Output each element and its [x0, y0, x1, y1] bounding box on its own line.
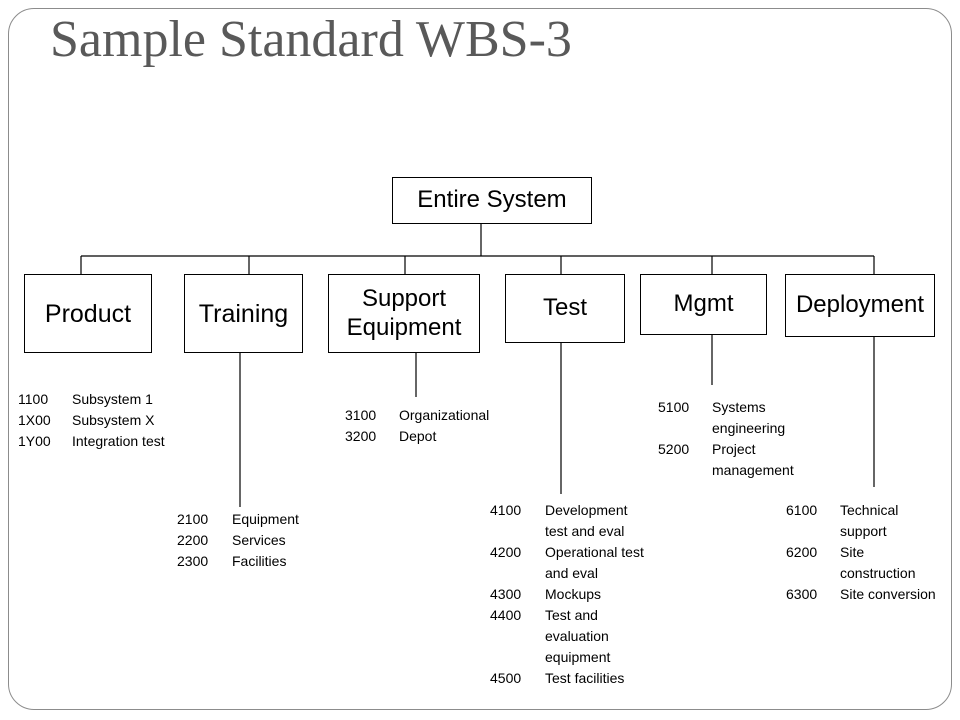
entries-training: 2100 Equipment 2200 Services 2300 Facilitie…: [177, 509, 299, 572]
list-item: 4200 Operational test and eval: [490, 542, 644, 584]
list-item: 5100 Systems engineering: [658, 397, 794, 439]
wbs-description: Project management: [712, 441, 794, 478]
wbs-code: 1X00: [18, 412, 51, 428]
list-item: 6100 Technical support: [786, 500, 936, 542]
wbs-code: 2100: [177, 511, 209, 527]
entries-support-equipment: 3100 Organizational 3200 Depot: [345, 405, 489, 447]
list-item: 3200 Depot: [345, 426, 489, 447]
node-deployment: Deployment: [785, 274, 935, 337]
list-item: 2200 Services: [177, 530, 299, 551]
list-item: 3100 Organizational: [345, 405, 489, 426]
wbs-code: 4400: [490, 607, 522, 623]
wbs-code: 4300: [490, 586, 522, 602]
wbs-description: Site conversion: [840, 586, 936, 602]
wbs-description: Integration test: [72, 433, 165, 449]
node-product: Product: [24, 274, 152, 353]
wbs-code: 3200: [345, 428, 377, 444]
list-item: 2100 Equipment: [177, 509, 299, 530]
node-support-equipment: Support Equipment: [328, 274, 480, 353]
wbs-code: 4500: [490, 670, 522, 686]
wbs-code: 1100: [18, 391, 49, 407]
wbs-description: Subsystem 1: [72, 391, 153, 407]
wbs-code: 2300: [177, 553, 209, 569]
wbs-description: Test facilities: [545, 670, 625, 686]
list-item: 2300 Facilities: [177, 551, 299, 572]
list-item: 4300 Mockups: [490, 584, 644, 605]
wbs-description: Services: [232, 532, 286, 548]
entries-test: 4100 Development test and eval 4200 Operat…: [490, 500, 644, 689]
wbs-code: 3100: [345, 407, 377, 423]
list-item: 4100 Development test and eval: [490, 500, 644, 542]
wbs-code: 5200: [658, 441, 690, 457]
wbs-description: Development test and eval: [545, 502, 628, 539]
wbs-description: Operational test and eval: [545, 544, 644, 581]
slide-title: Sample Standard WBS-3: [50, 11, 572, 68]
wbs-description: Facilities: [232, 553, 287, 569]
wbs-code: 1Y00: [18, 433, 51, 449]
root-node: Entire System: [392, 177, 592, 224]
wbs-code: 6300: [786, 586, 818, 602]
entries-mgmt: 5100 Systems engineering 5200 Project mana…: [658, 397, 794, 481]
list-item: 6300 Site conversion: [786, 584, 936, 605]
node-test: Test: [505, 274, 625, 343]
wbs-description: Systems engineering: [712, 399, 786, 436]
wbs-description: Test and evaluation equipment: [545, 607, 611, 665]
node-training: Training: [184, 274, 303, 353]
list-item: 4400 Test and evaluation equipment: [490, 605, 644, 668]
wbs-code: 4100: [490, 502, 522, 518]
node-mgmt: Mgmt: [640, 274, 767, 335]
wbs-code: 4200: [490, 544, 522, 560]
wbs-description: Technical support: [840, 502, 899, 539]
list-item: 5200 Project management: [658, 439, 794, 481]
entries-product: 1100 Subsystem 1 1X00 Subsystem X 1Y00 Inte…: [18, 389, 165, 452]
wbs-description: Site construction: [840, 544, 916, 581]
list-item: 1X00 Subsystem X: [18, 410, 165, 431]
entries-deployment: 6100 Technical support 6200 Site construct…: [786, 500, 936, 605]
list-item: 1Y00 Integration test: [18, 431, 165, 452]
slide-frame: [8, 8, 952, 710]
wbs-description: Mockups: [545, 586, 602, 602]
list-item: 4500 Test facilities: [490, 668, 644, 689]
list-item: 1100 Subsystem 1: [18, 389, 165, 410]
wbs-description: Depot: [399, 428, 437, 444]
wbs-code: 2200: [177, 532, 209, 548]
wbs-description: Organizational: [399, 407, 490, 423]
wbs-code: 5100: [658, 399, 690, 415]
wbs-description: Equipment: [232, 511, 299, 527]
wbs-code: 6100: [786, 502, 818, 518]
list-item: 6200 Site construction: [786, 542, 936, 584]
wbs-code: 6200: [786, 544, 818, 560]
wbs-description: Subsystem X: [72, 412, 155, 428]
